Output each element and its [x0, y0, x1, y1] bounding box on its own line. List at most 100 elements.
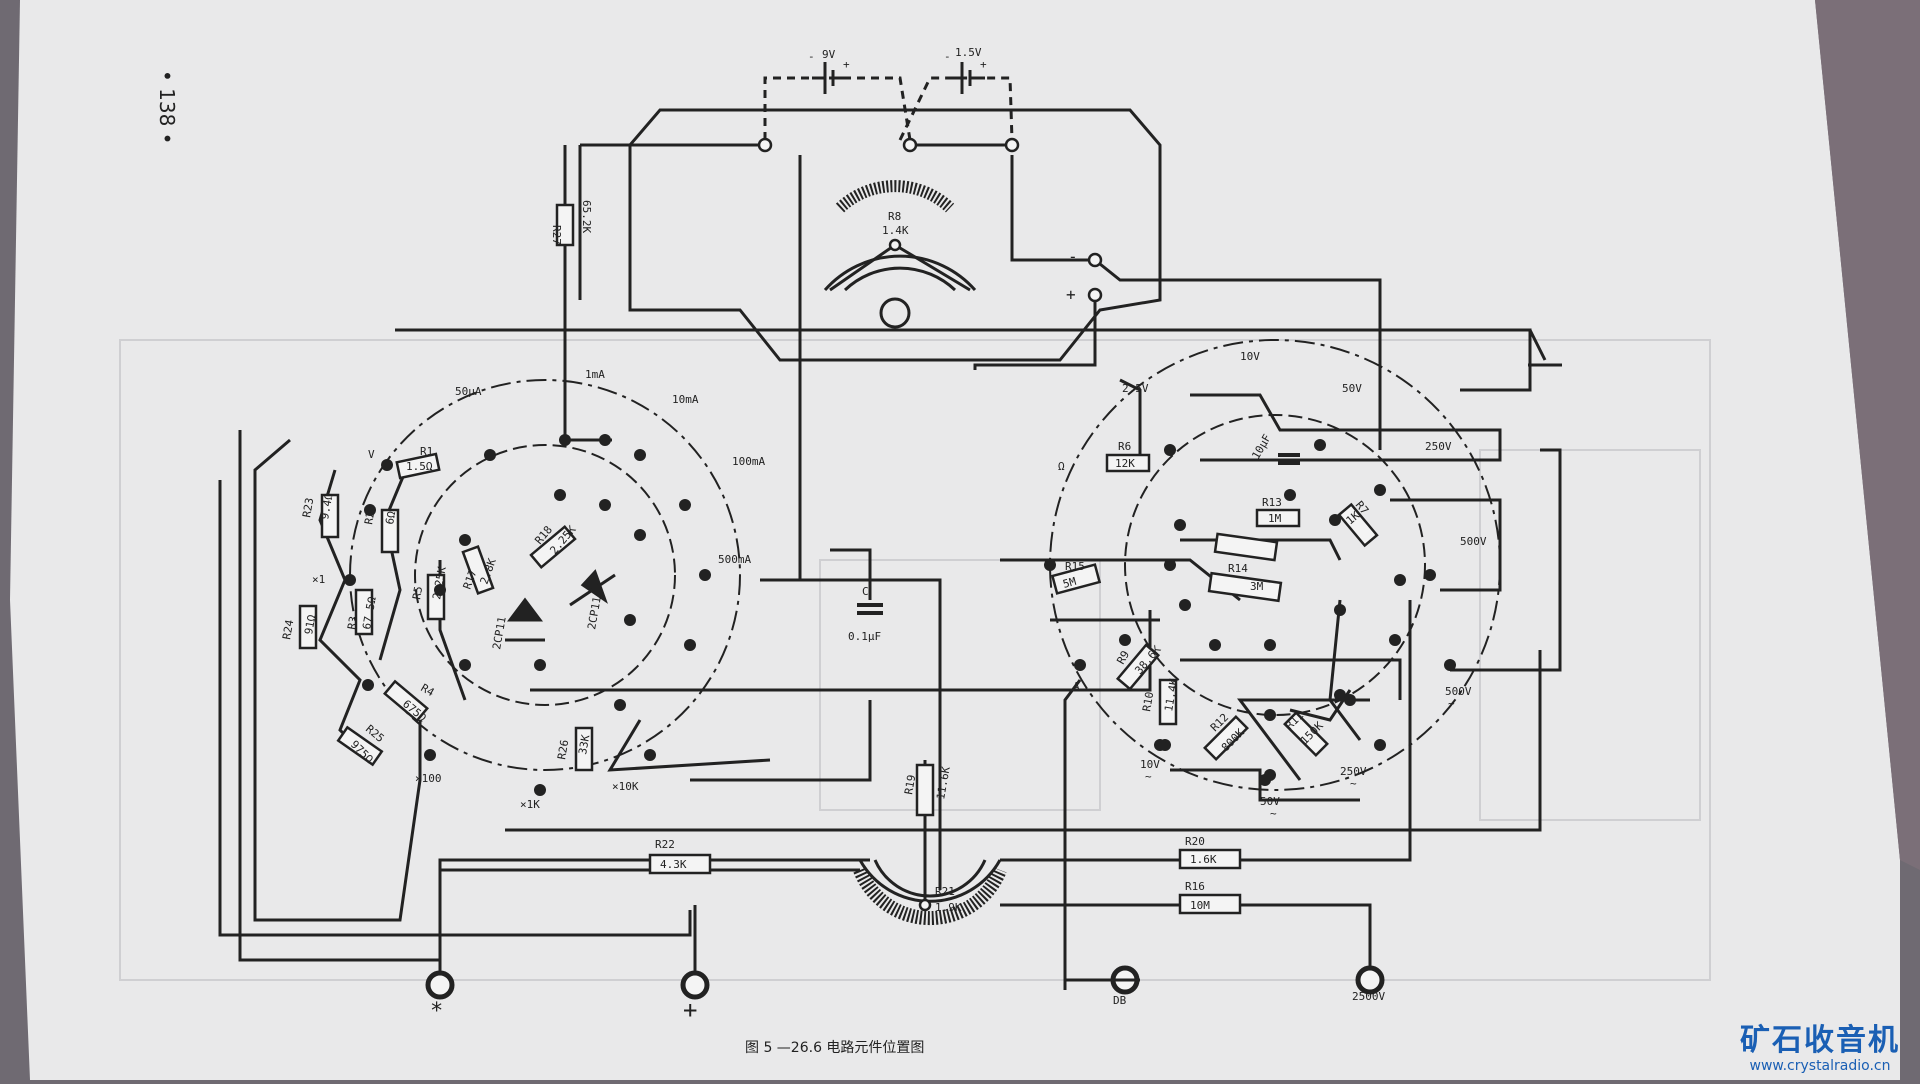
- r13-ref: R13: [1262, 496, 1282, 509]
- r2-value: 6Ω: [383, 510, 398, 526]
- r26-ref: R26: [555, 739, 571, 761]
- range-500v: 500V: [1460, 535, 1487, 548]
- figure-caption: 图 5 —26.6 电路元件位置图: [745, 1040, 924, 1056]
- r8-value: 1.4K: [882, 224, 909, 237]
- ac-mark-50v: ~: [1270, 807, 1277, 820]
- r1-value: 1.5Ω: [406, 460, 433, 473]
- r23-value: 9.4Ω: [318, 492, 335, 521]
- ground-symbol: [1528, 329, 1562, 367]
- battery-1-5v-minus: -: [944, 50, 951, 63]
- r4-ref: R4: [419, 681, 437, 699]
- range-x1-left: ×1: [312, 573, 325, 586]
- range-100ma: 100mA: [732, 455, 765, 468]
- range-x1k: ×1K: [520, 798, 540, 811]
- r19-value: 11.6K: [934, 765, 953, 800]
- r5-ref: R5: [410, 585, 425, 600]
- battery-9v: [812, 62, 848, 94]
- r1-ref: R1: [420, 445, 433, 458]
- r14-value: 3M: [1250, 580, 1264, 593]
- terminal-plus-label: +: [683, 996, 697, 1024]
- r21-value: 1.9K: [935, 901, 962, 914]
- ac-mark-500v: ~: [1448, 697, 1455, 710]
- range-v: V: [368, 448, 375, 461]
- page-number: • 138 •: [155, 70, 179, 144]
- r6-ref: R6: [1118, 440, 1131, 453]
- range-10v: 10V: [1240, 350, 1260, 363]
- battery-1-5v-plus: +: [980, 58, 987, 71]
- capacitor-c: [857, 603, 883, 615]
- range-10ma: 10mA: [672, 393, 699, 406]
- r10-ref: R10: [1140, 691, 1156, 713]
- r21-ref: R21: [935, 885, 955, 898]
- top-terminals: [757, 137, 1103, 912]
- r15-value: 5M: [1061, 575, 1078, 591]
- r23-ref: R23: [300, 497, 316, 519]
- r21-track: [853, 867, 1007, 926]
- r3-value: 67.5Ω: [360, 595, 379, 630]
- r5-value: 2.25K: [430, 565, 449, 600]
- capacitor-10uf: [1278, 453, 1300, 465]
- r8-ref: R8: [888, 210, 901, 223]
- r14-ref: R14: [1228, 562, 1248, 575]
- resistor-bodies: [298, 203, 1379, 915]
- r24-value: 91Ω: [302, 613, 318, 635]
- range-50ua: 50μA: [455, 385, 482, 398]
- range-ohm: Ω: [1058, 460, 1065, 473]
- r3-ref: R3: [345, 615, 360, 630]
- r27-ref: R27: [550, 225, 563, 245]
- r16-value: 10M: [1190, 899, 1210, 912]
- r20-value: 1.6K: [1190, 853, 1217, 866]
- r6-value: 12K: [1115, 457, 1135, 470]
- capacitor-c-value: 0.1μF: [848, 630, 881, 643]
- r2-ref: R2: [362, 510, 377, 525]
- terminal-db-label: DB: [1113, 994, 1127, 1007]
- range-2-5v: 2.5V: [1122, 382, 1149, 395]
- switch-contacts: [344, 434, 1456, 796]
- com-jack[interactable]: [425, 970, 455, 1000]
- background-cloth: [1815, 0, 1920, 870]
- terminal-com-label: *: [430, 999, 443, 1024]
- diodes: [505, 569, 616, 642]
- r17-ref: R17: [461, 568, 480, 591]
- wiring: [218, 76, 1562, 990]
- range-50v: 50V: [1342, 382, 1362, 395]
- range-1ma: 1mA: [585, 368, 605, 381]
- ac-mark-10v: ~: [1145, 770, 1152, 783]
- range-x10k: ×10K: [612, 780, 639, 793]
- range-500ma: 500mA: [718, 553, 751, 566]
- show-through: [119, 339, 1711, 981]
- range-500v-ac: 500V: [1445, 685, 1472, 698]
- range-10v-ac: 10V: [1140, 758, 1160, 771]
- r22-value: 4.3K: [660, 858, 687, 871]
- jacks: [425, 965, 1385, 1000]
- r24-ref: R24: [280, 618, 296, 640]
- 2500v-jack[interactable]: [1355, 965, 1385, 995]
- terminal-2500v-label: 2500V: [1352, 990, 1385, 1003]
- r9-ref: R9: [1114, 649, 1132, 667]
- r26-value: 33K: [576, 733, 592, 755]
- diode-1-label: 2CP11: [490, 616, 509, 651]
- r13-value: 1M: [1268, 512, 1282, 525]
- r15-ref: R15: [1065, 560, 1085, 573]
- r27-value: 65.2K: [580, 200, 593, 233]
- meter-plus-label: +: [1066, 285, 1076, 304]
- range-250v: 250V: [1425, 440, 1452, 453]
- range-x100: ×100: [415, 772, 442, 785]
- db-wire: [1063, 978, 1140, 990]
- paper: [10, 0, 1900, 1080]
- battery-1-5v-label: 1.5V: [955, 46, 982, 59]
- meter-minus-label: -: [1068, 247, 1078, 266]
- capacitor-c-ref: C: [862, 585, 869, 598]
- range-50v-ac: 50V: [1260, 795, 1280, 808]
- range-250v-ac: 250V: [1340, 765, 1367, 778]
- diode-symbol-1: [507, 597, 543, 622]
- r8-track: [835, 180, 955, 213]
- r22-ref: R22: [655, 838, 675, 851]
- ac-mark-250v: ~: [1350, 777, 1357, 790]
- diode-2-label: 2CP11: [585, 596, 604, 631]
- plus-jack[interactable]: [680, 970, 710, 1000]
- r19-ref: R19: [902, 774, 918, 796]
- battery-9v-minus: -: [808, 50, 815, 63]
